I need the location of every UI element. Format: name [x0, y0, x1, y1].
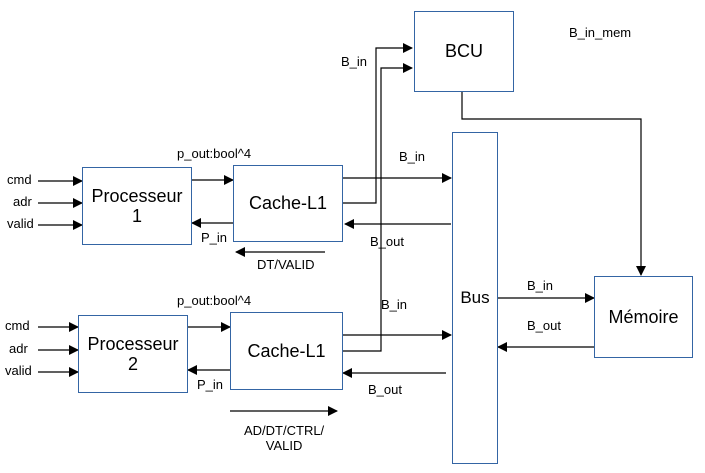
c2-b-out-label: B_out [368, 382, 402, 397]
processor-2-label: Processeur 2 [87, 333, 179, 374]
bcu-label: BCU [444, 41, 483, 62]
processor-1-block: Processeur 1 [82, 167, 192, 245]
p2-p-in-label: P_in [197, 377, 224, 392]
b-in-mem-label: B_in_mem [569, 25, 632, 40]
processor-2-block: Processeur 2 [78, 315, 188, 393]
bcu-block: BCU [414, 11, 514, 92]
cache-1-block: Cache-L1 [233, 165, 343, 242]
c1-to-bcu-line [343, 43, 413, 204]
memory-label: Mémoire [608, 306, 679, 327]
p2-p-out-label: p_out:bool^4 [177, 293, 252, 308]
mem-b-in-label: B_in [527, 278, 554, 293]
p1-valid-label: valid [7, 216, 34, 231]
bus-label: Bus [460, 288, 490, 308]
c2-b-in-label: B_in [381, 297, 408, 312]
p2-valid-label: valid [5, 363, 32, 378]
dt-valid-label: DT/VALID [257, 257, 315, 272]
ad-dt-ctrl-valid-label: AD/DT/CTRL/ VALID [244, 423, 325, 453]
p1-p-out-label: p_out:bool^4 [177, 146, 252, 161]
processor-1-label: Processeur 1 [91, 185, 183, 226]
memory-block: Mémoire [594, 276, 693, 358]
p1-cmd-label: cmd [7, 172, 32, 187]
c1-b-out-label: B_out [370, 234, 404, 249]
c2-to-bcu-line [343, 63, 413, 352]
c1-b-in-label: B_in [399, 149, 426, 164]
bcu-b-in-label: B_in [341, 54, 368, 69]
p2-adr-label: adr [9, 341, 28, 356]
p1-p-in-label: P_in [201, 230, 228, 245]
cache-1-label: Cache-L1 [248, 193, 328, 214]
mem-b-out-label: B_out [527, 318, 561, 333]
cache-2-block: Cache-L1 [230, 312, 343, 390]
bcu-to-mem-line [461, 92, 646, 276]
p2-cmd-label: cmd [5, 318, 30, 333]
bus-block: Bus [452, 132, 498, 464]
p1-adr-label: adr [13, 194, 32, 209]
cache-2-label: Cache-L1 [247, 340, 326, 361]
